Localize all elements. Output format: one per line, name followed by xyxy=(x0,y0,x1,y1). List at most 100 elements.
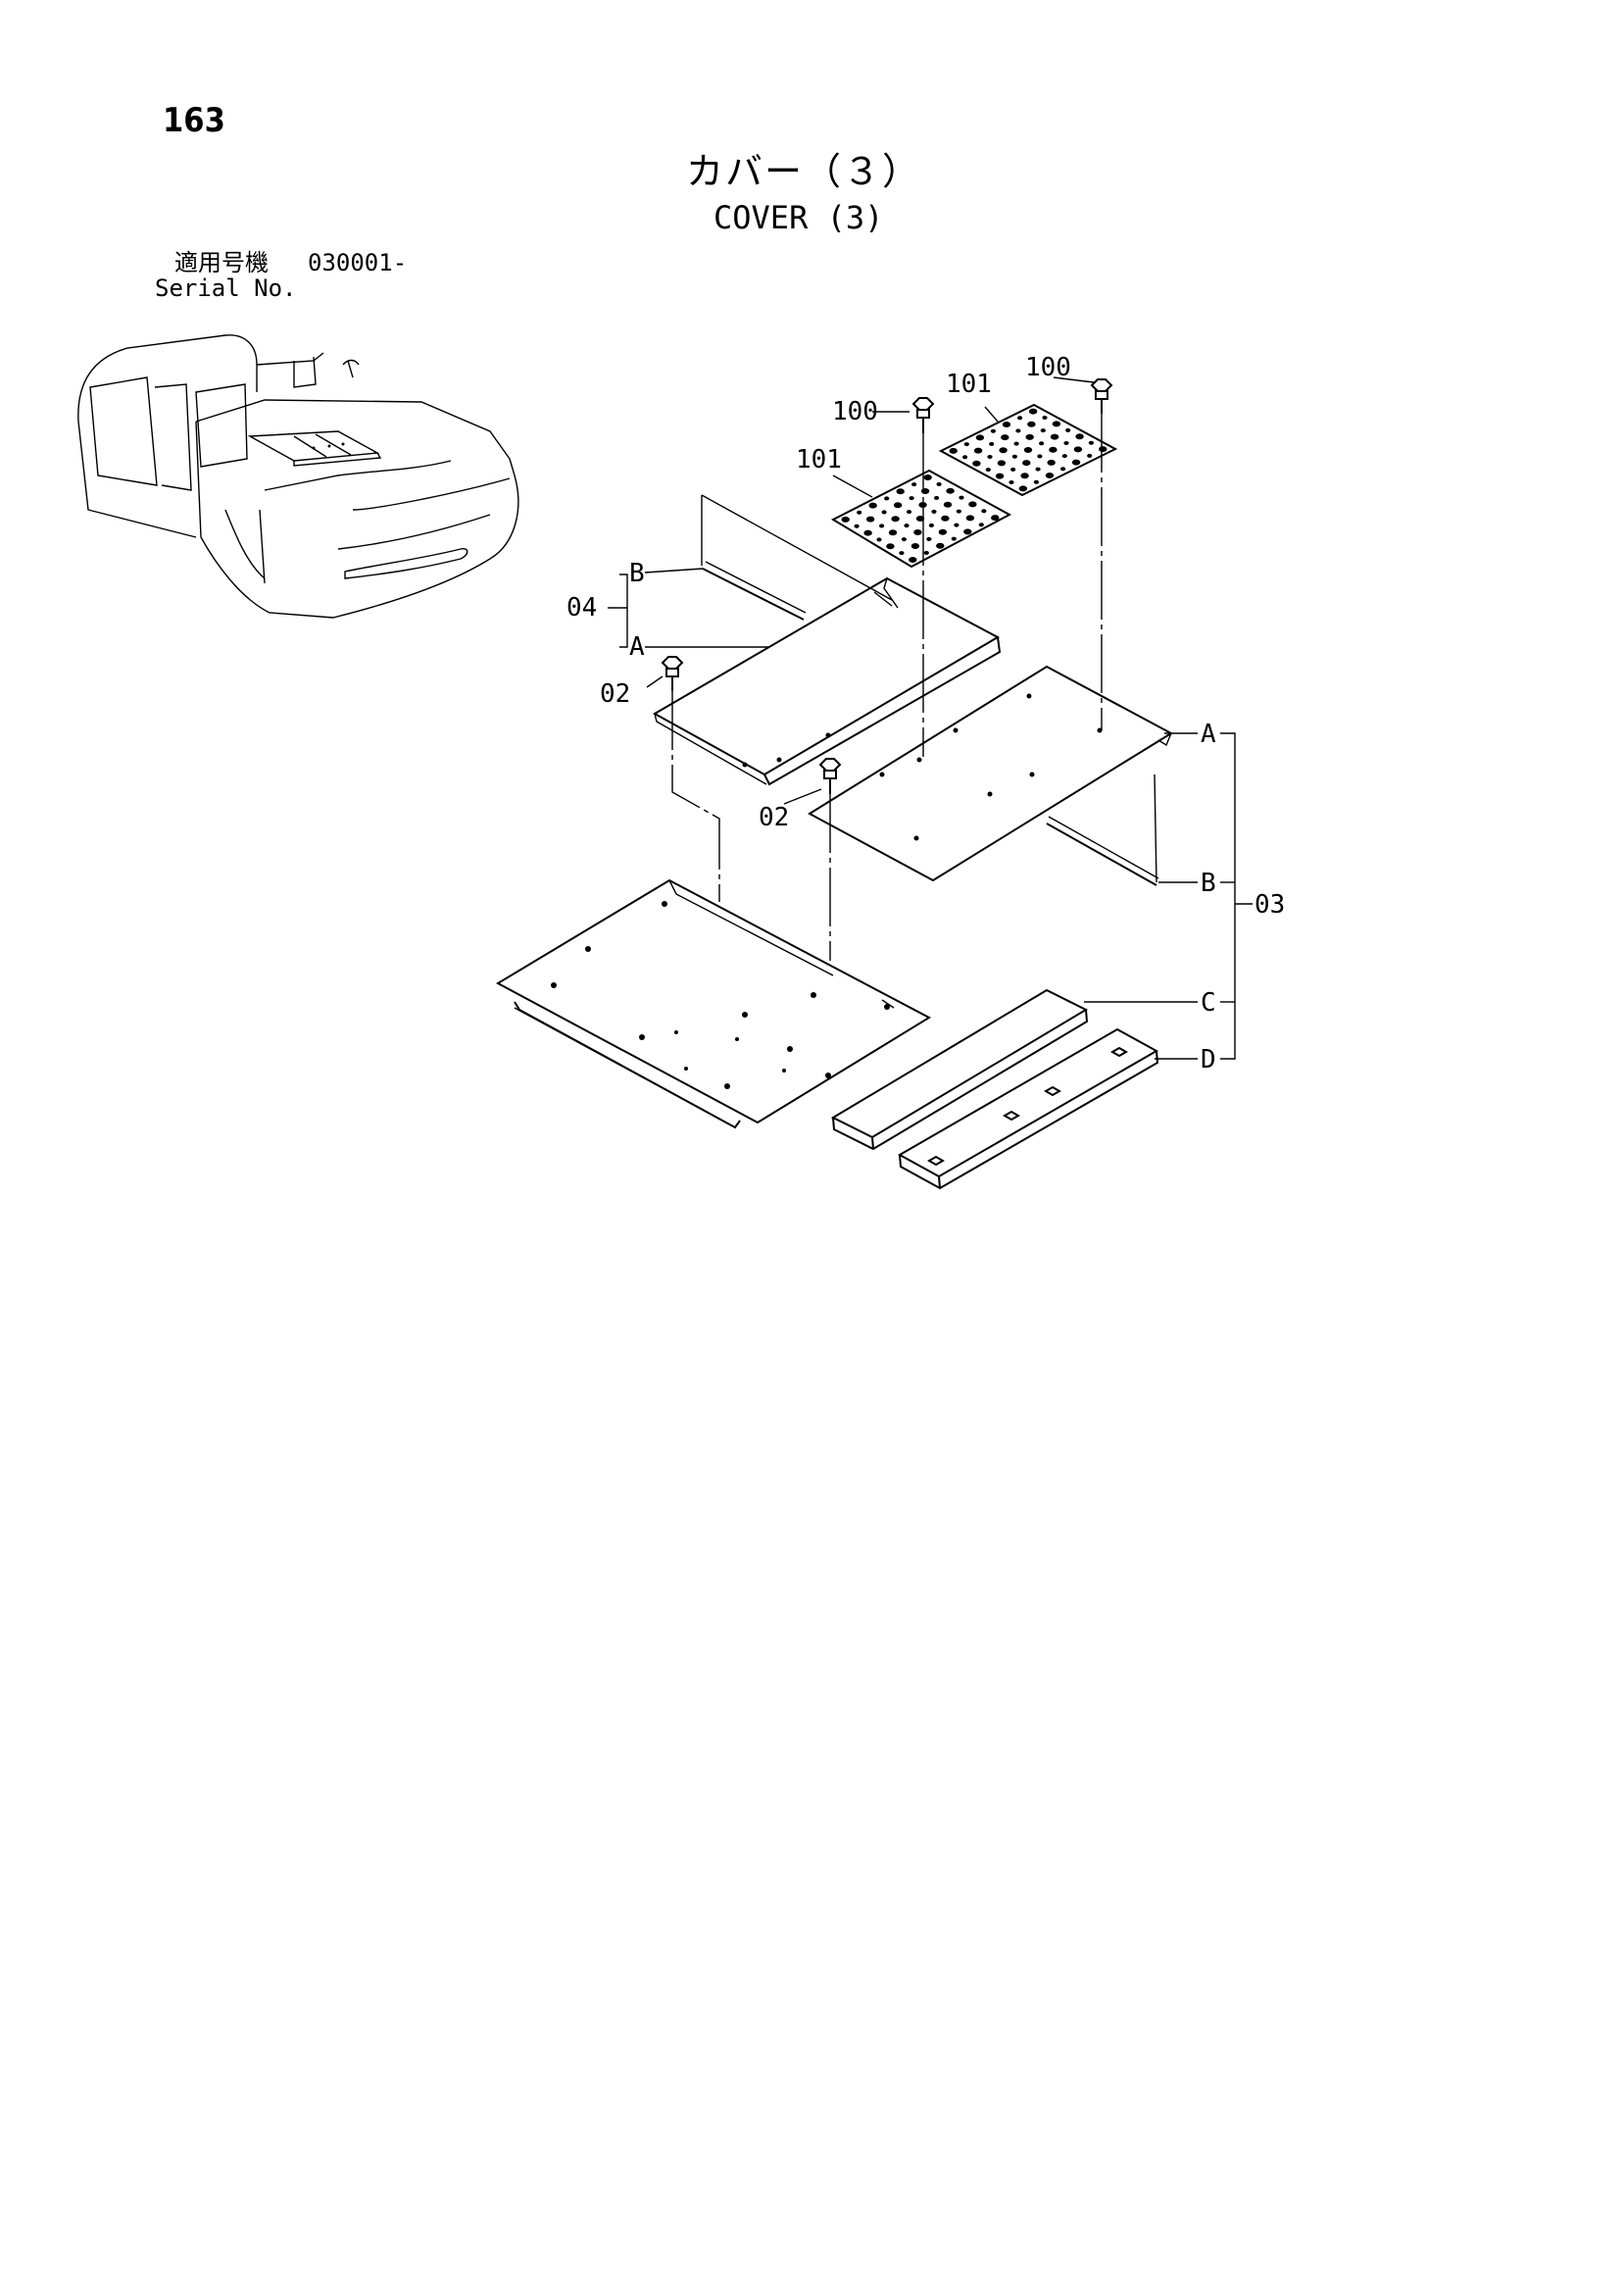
callout-03: 03 xyxy=(1254,890,1285,920)
pad-hole xyxy=(896,488,905,495)
callout-100-left: 100 xyxy=(832,397,878,426)
page-number: 163 xyxy=(163,101,225,140)
strip-c xyxy=(830,988,1089,1151)
pad-hole xyxy=(991,515,1000,522)
serial-label-english: Serial No. xyxy=(155,275,297,302)
pad-hole xyxy=(1075,433,1084,440)
pad-hole xyxy=(936,542,945,549)
cover-04-assembly xyxy=(652,494,1002,786)
pad-hole xyxy=(907,510,912,515)
pad-hole xyxy=(1071,459,1081,466)
pad-hole xyxy=(941,515,950,522)
pad-hole xyxy=(1065,427,1071,432)
pad-hole xyxy=(946,487,955,494)
bolt-02-left-icon xyxy=(661,656,684,691)
pad-hole xyxy=(1063,441,1069,445)
page-title-japanese: カバー（３） xyxy=(686,150,922,193)
pad-hole xyxy=(1027,421,1036,427)
excavator-location-illustration xyxy=(77,334,519,619)
callout-02-left: 02 xyxy=(600,679,630,709)
pad-hole xyxy=(891,516,900,523)
pad-hole xyxy=(1042,416,1048,420)
pad-hole xyxy=(1008,480,1014,484)
pad-hole xyxy=(1028,408,1038,415)
strip-d xyxy=(897,1027,1159,1190)
pad-hole xyxy=(1088,440,1094,445)
pad-hole xyxy=(901,537,908,542)
pad-hole xyxy=(923,474,932,480)
pad-hole xyxy=(985,468,991,473)
pad-hole xyxy=(938,528,948,535)
pad-hole xyxy=(956,509,962,514)
pad-hole xyxy=(913,529,922,535)
pad-hole xyxy=(886,543,895,550)
pad-hole xyxy=(999,447,1008,454)
pad-hole xyxy=(857,510,862,515)
pad-hole xyxy=(931,509,937,514)
perforated-pad-left xyxy=(830,469,1012,569)
pad-hole xyxy=(904,524,910,528)
leader-lines xyxy=(608,376,1253,1060)
callout-04-b: B xyxy=(629,559,645,588)
pad-hole xyxy=(1039,441,1045,446)
pad-hole xyxy=(978,523,984,527)
pad-hole xyxy=(973,447,983,454)
pad-hole xyxy=(987,455,993,459)
page-title-english: COVER (3) xyxy=(713,199,884,236)
pad-hole xyxy=(911,482,917,487)
pad-hole xyxy=(1022,460,1031,467)
serial-number-value: 030001- xyxy=(308,249,408,276)
pad-hole xyxy=(884,496,890,501)
pad-hole xyxy=(963,528,972,535)
pad-hole xyxy=(962,455,968,460)
pad-hole xyxy=(968,501,977,508)
pad-hole xyxy=(915,516,925,522)
pad-hole xyxy=(959,495,964,500)
pad-hole xyxy=(934,495,940,500)
pad-hole xyxy=(989,441,995,446)
pad-hole xyxy=(841,516,850,523)
callout-03-b: B xyxy=(1201,869,1216,898)
pad-hole xyxy=(1037,454,1043,459)
pad-hole xyxy=(1073,446,1083,453)
callout-101-left: 101 xyxy=(796,445,842,474)
bolt-02-middle-icon xyxy=(818,758,842,794)
pad-hole xyxy=(1060,467,1066,472)
pad-hole xyxy=(854,524,860,528)
pad-hole xyxy=(1087,453,1093,458)
pad-hole xyxy=(965,515,975,522)
pad-hole xyxy=(1099,446,1107,453)
pad-hole xyxy=(963,442,969,447)
pad-hole xyxy=(1061,454,1067,459)
pad-hole xyxy=(951,536,957,541)
pad-hole xyxy=(1010,467,1016,472)
pad-hole xyxy=(997,460,1007,467)
pad-hole xyxy=(893,502,903,509)
pad-hole xyxy=(920,488,930,494)
pad-hole xyxy=(1017,416,1023,421)
pad-hole xyxy=(943,501,953,508)
callout-02-middle: 02 xyxy=(759,803,789,832)
pad-hole xyxy=(926,536,932,541)
perforated-pad-right xyxy=(938,403,1118,497)
pad-hole xyxy=(995,473,1005,479)
pad-hole xyxy=(1023,447,1033,453)
pad-hole xyxy=(899,551,905,556)
pad-hole xyxy=(863,529,872,536)
pad-hole xyxy=(936,481,942,486)
pad-hole xyxy=(1025,433,1034,440)
pad-hole xyxy=(868,502,877,509)
pad-hole xyxy=(876,537,882,542)
pad-hole xyxy=(981,509,987,514)
serial-label-japanese: 適用号機 xyxy=(174,249,269,276)
pad-hole xyxy=(949,447,958,454)
pad-hole xyxy=(990,428,997,433)
pad-hole xyxy=(909,557,917,563)
pad-hole xyxy=(1001,434,1009,441)
pad-hole xyxy=(909,496,914,501)
pad-hole xyxy=(1040,428,1046,433)
callout-03-a: A xyxy=(1201,720,1216,749)
pad-hole xyxy=(910,543,920,549)
pad-hole xyxy=(1047,459,1056,466)
